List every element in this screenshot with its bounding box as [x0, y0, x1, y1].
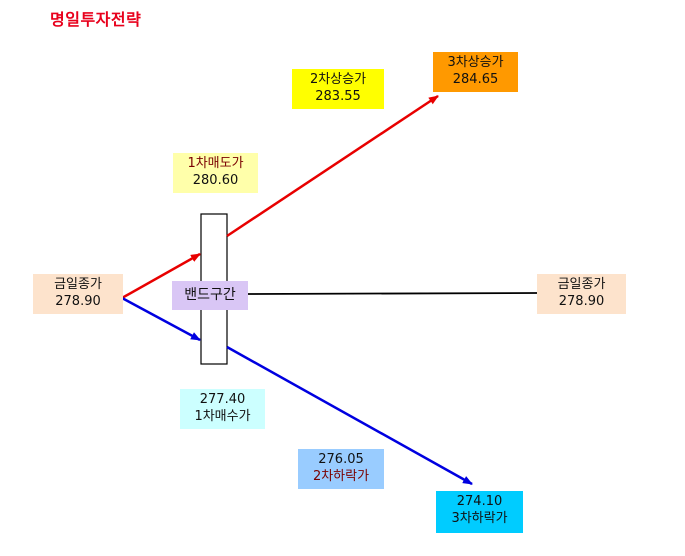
close-right-value: 278.90	[558, 294, 605, 309]
arrow-close-to-band-down	[121, 296, 201, 342]
support3-value: 274.10	[456, 494, 503, 509]
support3-box: 274.10 3차하락가	[436, 491, 523, 533]
resistance3-box: 3차상승가 284.65	[433, 52, 518, 92]
arrow-down-to-support3	[226, 345, 473, 486]
arrow-up-to-resistance3	[226, 94, 439, 238]
resistance2-box: 2차상승가 283.55	[292, 69, 384, 109]
close-right-label: 금일종가	[557, 277, 606, 292]
resistance2-value: 283.55	[315, 89, 361, 104]
resistance3-label: 3차상승가	[447, 55, 504, 70]
close-right-box: 금일종가 278.90	[537, 274, 626, 314]
resistance1-value: 280.60	[192, 173, 239, 188]
support2-box: 276.05 2차하락가	[298, 449, 384, 489]
support1-label: 1차매수가	[194, 409, 251, 424]
close-today-box: 금일종가 278.90	[33, 274, 123, 314]
resistance3-value: 284.65	[452, 72, 499, 87]
close-today-label: 금일종가	[54, 277, 102, 292]
page-title: 명일투자전략	[50, 10, 142, 29]
support1-box: 277.40 1차매수가	[180, 389, 265, 429]
close-today-value: 278.90	[55, 294, 101, 309]
flat-line	[247, 292, 538, 295]
band-label: 밴드구간	[172, 281, 248, 310]
resistance2-label: 2차상승가	[309, 72, 367, 87]
resistance1-box: 1차매도가 280.60	[173, 153, 258, 193]
support2-value: 276.05	[318, 452, 364, 467]
arrow-close-to-band-up	[121, 252, 201, 300]
support3-label: 3차하락가	[451, 511, 508, 526]
support1-value: 277.40	[199, 392, 246, 407]
resistance1-label: 1차매도가	[187, 156, 244, 171]
support2-label: 2차하락가	[312, 469, 370, 484]
